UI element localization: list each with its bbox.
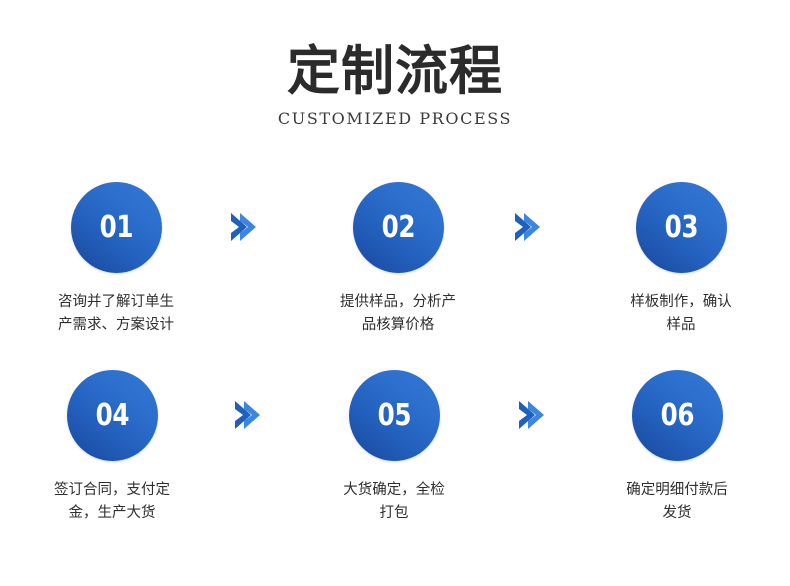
step-caption: 咨询并了解订单生 产需求、方案设计 <box>58 294 174 334</box>
step-number-circle: 06 <box>631 370 723 461</box>
page-subtitle: CUSTOMIZED PROCESS <box>277 108 513 128</box>
step-number-label: 05 <box>377 397 411 433</box>
step-number-label: 04 <box>95 397 129 433</box>
step-circle-wrap: 05 <box>274 368 514 463</box>
step-number-circle: 04 <box>66 370 158 461</box>
process-step-03: 03 样板制作，确认 样品 <box>561 180 790 350</box>
step-number-label: 06 <box>660 397 694 433</box>
step-circle-wrap: 06 <box>557 368 790 463</box>
step-caption: 大货确定，全检 打包 <box>343 482 445 522</box>
double-chevron-right-icon <box>222 205 266 249</box>
step-caption: 签订合同，支付定 金，生产大货 <box>54 482 170 522</box>
step-caption: 样板制作，确认 样品 <box>630 294 732 334</box>
step-caption: 提供样品，分析产 品核算价格 <box>340 294 456 334</box>
step-circle-wrap: 01 <box>0 180 236 275</box>
process-step-04: 04 签订合同，支付定 金，生产大货 <box>0 368 232 538</box>
process-step-05: 05 大货确定，全检 打包 <box>274 368 514 538</box>
step-number-label: 01 <box>99 209 133 245</box>
process-row-1: 01 咨询并了解订单生 产需求、方案设计 02 提供样品，分析产 品核算价格 <box>0 180 790 350</box>
step-number-circle: 01 <box>70 182 162 273</box>
page-title: 定制流程 <box>287 41 503 102</box>
step-number-label: 03 <box>664 209 698 245</box>
process-step-02: 02 提供样品，分析产 品核算价格 <box>278 180 518 350</box>
double-chevron-right-icon <box>226 393 270 437</box>
step-circle-wrap: 04 <box>0 368 232 463</box>
step-number-circle: 02 <box>352 182 444 273</box>
header: 定制流程 CUSTOMIZED PROCESS <box>0 44 790 128</box>
double-chevron-right-icon <box>510 393 554 437</box>
step-number-circle: 03 <box>635 182 727 273</box>
step-number-label: 02 <box>381 209 415 245</box>
step-number-circle: 05 <box>348 370 440 461</box>
step-circle-wrap: 02 <box>278 180 518 275</box>
step-caption: 确定明细付款后 发货 <box>626 482 728 522</box>
process-step-06: 06 确定明细付款后 发货 <box>557 368 790 538</box>
step-circle-wrap: 03 <box>561 180 790 275</box>
process-step-01: 01 咨询并了解订单生 产需求、方案设计 <box>0 180 236 350</box>
process-row-2: 04 签订合同，支付定 金，生产大货 05 大货确定，全检 打包 <box>0 368 790 538</box>
double-chevron-right-icon <box>506 205 550 249</box>
